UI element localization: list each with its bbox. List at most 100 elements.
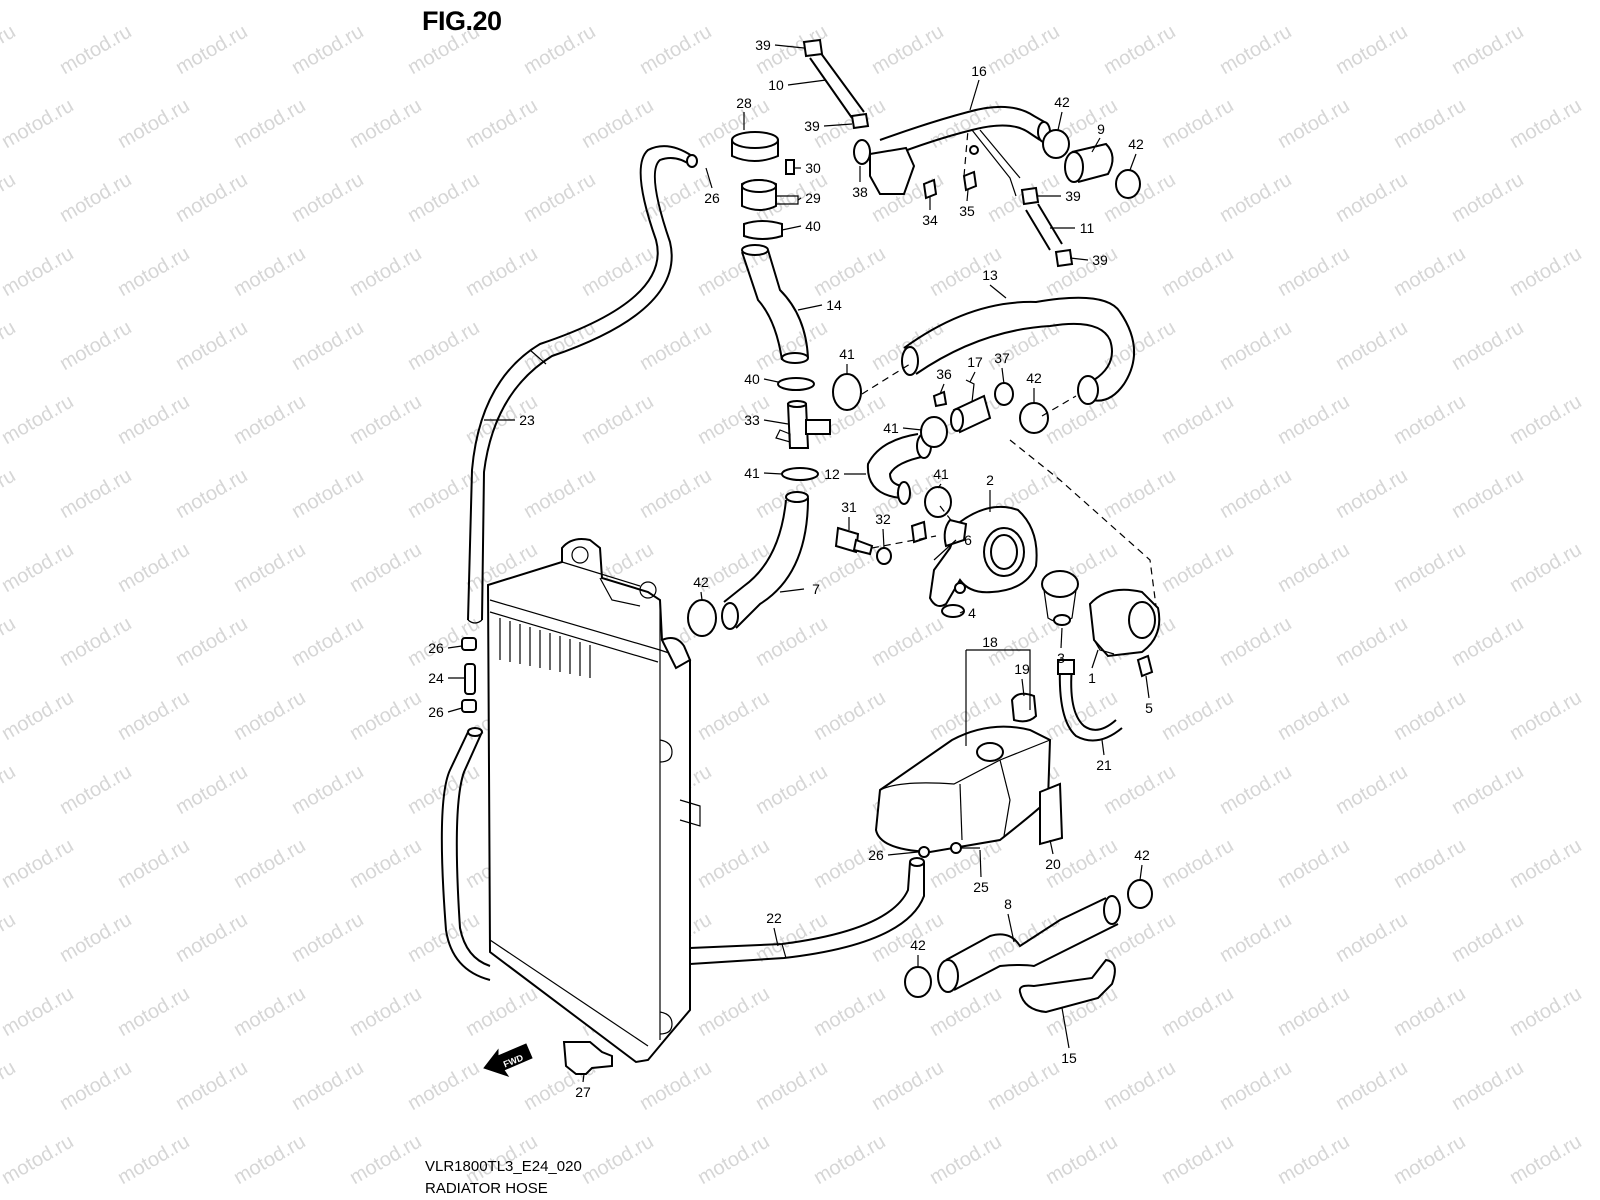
forward-arrow-icon: FWD: [483, 1043, 533, 1077]
part-callout: 9: [1097, 121, 1105, 137]
part-callout: 18: [982, 634, 998, 650]
bolt-35: [962, 170, 978, 192]
part-callout: 39: [804, 118, 820, 134]
reservoir-hose-21: [1058, 665, 1123, 742]
part-callout: 41: [933, 466, 949, 482]
radiator-hose-7: [721, 491, 809, 630]
part-callout: 42: [693, 574, 709, 590]
part-callout: 17: [967, 354, 983, 370]
part-callout: 25: [973, 879, 989, 895]
part-callout: 40: [805, 218, 821, 234]
hose-9: [1042, 129, 1141, 199]
clamp-41-mid: [920, 416, 948, 448]
part-callout: 42: [1026, 370, 1042, 386]
hose-bracket-15: [1018, 958, 1116, 1014]
diagram-title: RADIATOR HOSE: [425, 1180, 548, 1197]
part-callout: 6: [964, 532, 972, 548]
part-callout: 41: [883, 420, 899, 436]
part-callout: 3: [1057, 650, 1065, 666]
clamp-42-left: [687, 599, 717, 637]
part-callout: 14: [826, 297, 842, 313]
part-callout: 35: [959, 203, 975, 219]
o-ring-38: [853, 139, 871, 165]
radiator-core: [486, 538, 701, 1064]
part-callout: 13: [982, 267, 998, 283]
reservoir-hose-22: [689, 857, 925, 965]
part-callout: 42: [910, 937, 926, 953]
hose-11: [1020, 186, 1074, 268]
part-callout: 32: [875, 511, 891, 527]
clamp-42-lower-left: [904, 966, 932, 998]
part-callout: 20: [1045, 856, 1061, 872]
part-callout: 24: [428, 670, 444, 686]
clamp-41-upper: [832, 373, 862, 411]
part-callout: 39: [1065, 188, 1081, 204]
part-callout: 26: [704, 190, 720, 206]
thermostat-cover-1: [1088, 588, 1161, 658]
hose-joint-33: [775, 400, 831, 449]
part-callout: 2: [986, 472, 994, 488]
radiator-cap-assembly: [731, 131, 799, 240]
breather-hose-24: [461, 637, 477, 713]
part-callout: 7: [812, 581, 820, 597]
bolt-34: [922, 178, 938, 200]
fitting-17: [932, 379, 1014, 434]
part-callout: 27: [575, 1084, 591, 1100]
leader-lines: [447, 44, 1153, 1083]
clamp-42-upper: [1019, 402, 1049, 434]
reservoir-tank: [874, 649, 1064, 858]
part-callout: 41: [744, 465, 760, 481]
part-callout: 19: [1014, 661, 1030, 677]
thermostat-3: [1041, 570, 1079, 626]
part-callout: 10: [768, 77, 784, 93]
part-callout: 31: [841, 499, 857, 515]
part-callout: 15: [1061, 1050, 1077, 1066]
lower-left-hose: [440, 731, 491, 981]
part-callout: 36: [936, 366, 952, 382]
model-code: VLR1800TL3_E24_020: [425, 1158, 582, 1175]
part-callout: 26: [428, 704, 444, 720]
upper-hose-13: [901, 296, 1135, 405]
part-callout: 21: [1096, 757, 1112, 773]
temp-sensor-31: [834, 526, 874, 556]
part-callout: 1: [1088, 670, 1096, 686]
part-callout: 11: [1079, 220, 1095, 236]
part-callout: 22: [766, 910, 782, 926]
lower-hose-8: [937, 895, 1121, 993]
part-callout: 12: [824, 466, 840, 482]
part-callout: 26: [428, 640, 444, 656]
radiator-inlet-stub: [660, 637, 692, 670]
clamp-42-lower-right: [1127, 879, 1153, 909]
part-callout: 42: [1128, 136, 1144, 152]
part-callout: 34: [922, 212, 938, 228]
water-pipe-16: [853, 105, 1051, 200]
part-callout: 37: [994, 350, 1010, 366]
reservoir-cap-19: [1010, 692, 1038, 723]
part-callout: 26: [868, 847, 884, 863]
radiator-fins: [499, 618, 591, 678]
hose-clip-27: [562, 1041, 613, 1075]
part-callout: 40: [744, 371, 760, 387]
part-callout: 4: [968, 605, 976, 621]
part-callout: 28: [736, 95, 752, 111]
clamp-41-lower: [924, 486, 952, 518]
part-callout: 42: [1054, 94, 1070, 110]
part-callout: 29: [805, 190, 821, 206]
figure-title: FIG.20: [422, 6, 502, 36]
washer-32: [876, 547, 892, 565]
reservoir-guard-20: [1039, 782, 1064, 846]
part-callout: 23: [519, 412, 535, 428]
overflow-hose-23: [467, 145, 698, 624]
clamp-40: [777, 377, 815, 391]
part-callout: 42: [1134, 847, 1150, 863]
part-callout: 5: [1145, 700, 1153, 716]
part-callout: 8: [1004, 896, 1012, 912]
hose-12: [866, 433, 932, 505]
part-callout: 39: [755, 37, 771, 53]
part-callout: 30: [805, 160, 821, 176]
upper-hose-14: [741, 244, 809, 364]
part-callout: 38: [852, 184, 868, 200]
part-callout: 39: [1092, 252, 1108, 268]
